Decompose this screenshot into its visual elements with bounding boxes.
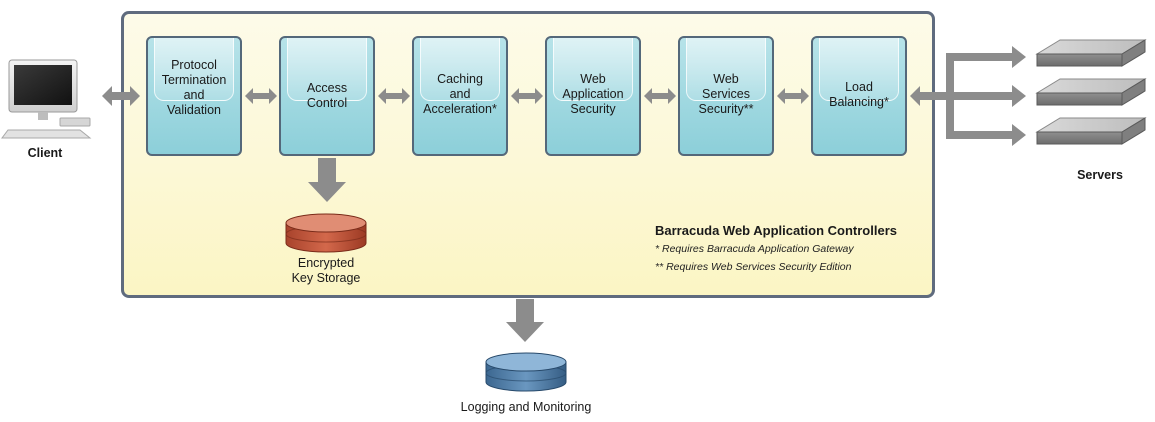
double-arrow-icon [644,88,676,104]
module-label: Load Balancing* [829,80,889,109]
servers-label: Servers [1077,168,1123,182]
fanout-arrow-icon [910,46,1026,146]
module-gloss [287,38,367,101]
module-caching-acceleration: Caching and Acceleration* [412,36,508,156]
module-load-balancing: Load Balancing* [811,36,907,156]
controller-frame [121,11,935,298]
module-label: Web Services Security** [698,72,754,116]
double-arrow-icon [777,88,809,104]
down-arrow-icon [506,299,544,342]
double-arrow-icon [245,88,277,104]
legend-note: * Requires Barracuda Application Gateway [655,243,854,255]
double-arrow-icon [511,88,543,104]
key-storage-label: Encrypted Key Storage [291,256,361,285]
legend-note: ** Requires Web Services Security Editio… [655,261,852,273]
module-label: Caching and Acceleration* [423,72,497,116]
module-gloss [553,38,633,101]
server-icon [1035,78,1147,106]
double-arrow-icon [102,86,140,106]
module-access-control: Access Control [279,36,375,156]
module-web-application-security: Web Application Security [545,36,641,156]
database-icon [285,213,367,253]
module-label: Protocol Termination and Validation [161,58,227,117]
server-icon [1035,39,1147,67]
client-label: Client [27,146,63,160]
module-protocol-termination: Protocol Termination and Validation [146,36,242,156]
logging-label: Logging and Monitoring [460,400,592,414]
module-gloss [819,38,899,101]
module-label: Web Application Security [562,72,624,116]
client-computer-icon [1,59,92,139]
double-arrow-icon [378,88,410,104]
database-icon [485,352,567,392]
module-gloss [154,38,234,101]
server-icon [1035,117,1147,145]
down-arrow-icon [308,158,346,202]
module-gloss [686,38,766,101]
module-web-services-security: Web Services Security** [678,36,774,156]
legend-title: Barracuda Web Application Controllers [655,223,897,238]
module-gloss [420,38,500,101]
module-label: Access Control [306,81,348,110]
